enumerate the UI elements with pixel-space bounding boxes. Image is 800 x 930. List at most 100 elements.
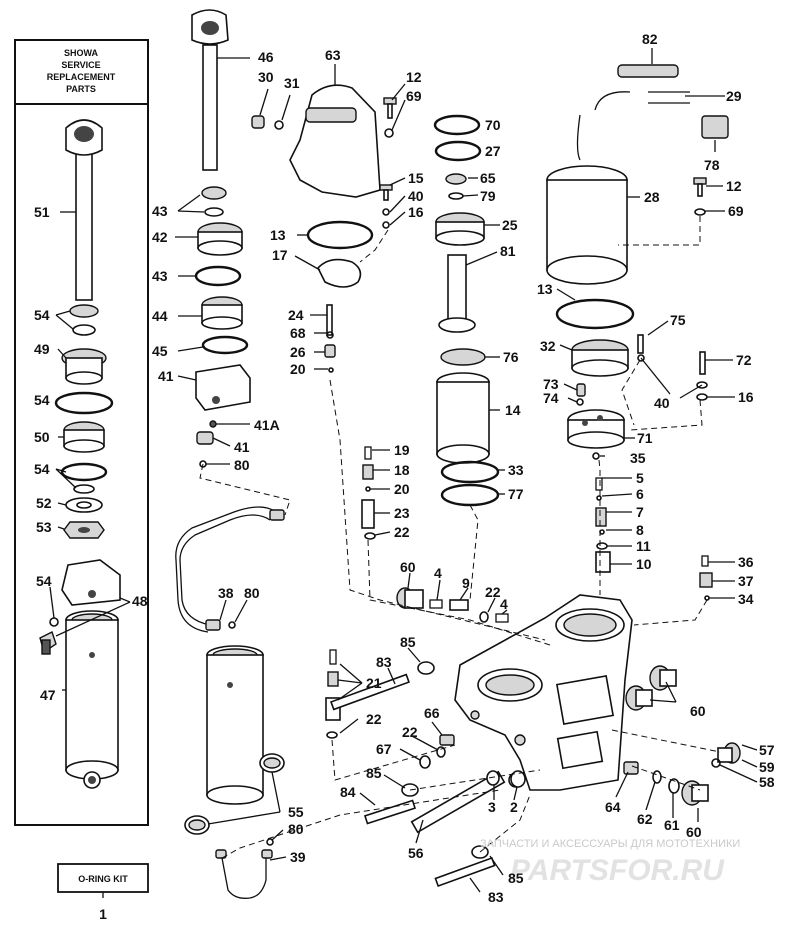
- part-label-p24: 24: [288, 307, 304, 323]
- part-label-p15: 15: [408, 170, 424, 186]
- part-label-p85a: 85: [400, 634, 416, 650]
- part-label-p46: 46: [258, 49, 274, 65]
- part-label-p50: 50: [34, 429, 50, 445]
- part-label-p6: 6: [636, 486, 644, 502]
- center-column-parts: [175, 9, 285, 899]
- part-label-p4a: 4: [434, 565, 442, 581]
- part-label-p74: 74: [543, 390, 559, 406]
- part-label-p2: 2: [510, 799, 518, 815]
- part-label-p9: 9: [462, 575, 470, 591]
- part-label-p23: 23: [394, 505, 410, 521]
- part-label-p10: 10: [636, 556, 652, 572]
- part-label-p85c: 85: [508, 870, 524, 886]
- part-label-p62: 62: [637, 811, 653, 827]
- part-label-p25: 25: [502, 217, 518, 233]
- part-label-p59: 59: [759, 759, 775, 775]
- part-label-p56: 56: [408, 845, 424, 861]
- part-label-p41a: 41: [158, 368, 174, 384]
- part-label-p45: 45: [152, 343, 168, 359]
- part-label-p73: 73: [543, 376, 559, 392]
- lower-parts: [325, 649, 741, 888]
- part-label-p66: 66: [424, 705, 440, 721]
- kit-box-title-line2: SERVICE: [61, 60, 100, 70]
- part-label-p8: 8: [636, 522, 644, 538]
- part-label-p30: 30: [258, 69, 274, 85]
- part-label-p14: 14: [505, 402, 521, 418]
- part-label-p11: 11: [636, 538, 651, 554]
- oring-kit-label: O-RING KIT: [78, 874, 128, 884]
- part-label-p16b: 16: [738, 389, 754, 405]
- part-label-p83b: 83: [488, 889, 504, 905]
- part-label-p5: 5: [636, 470, 644, 486]
- part-label-p71: 71: [637, 430, 653, 446]
- part-label-p57: 57: [759, 742, 775, 758]
- part-label-p21: 21: [366, 675, 382, 691]
- part-label-p16a: 16: [408, 204, 424, 220]
- part-label-p22b: 22: [485, 584, 501, 600]
- part-label-p65: 65: [480, 170, 496, 186]
- part-label-p76: 76: [503, 349, 519, 365]
- oring-kit-number: 1: [99, 906, 107, 922]
- part-label-p52: 52: [36, 495, 52, 511]
- part-label-p80c: 80: [288, 821, 304, 837]
- part-label-p51: 51: [34, 204, 50, 220]
- part-label-p7: 7: [636, 504, 644, 520]
- part-label-p80a: 80: [234, 457, 250, 473]
- part-label-p83a: 83: [376, 654, 392, 670]
- part-label-p54c: 54: [34, 461, 50, 477]
- part-label-p60c: 60: [686, 824, 702, 840]
- part-label-p41b: 41: [234, 439, 250, 455]
- kit-box-title-line4: PARTS: [66, 84, 96, 94]
- part-label-p42: 42: [152, 229, 168, 245]
- part-label-p37: 37: [738, 573, 754, 589]
- part-label-p22c: 22: [366, 711, 382, 727]
- part-label-p69a: 69: [406, 88, 422, 104]
- watermark-logo: PARTSFOR.RU: [510, 854, 725, 887]
- part-label-p12a: 12: [406, 69, 422, 85]
- part-label-p28: 28: [644, 189, 660, 205]
- part-label-p20b: 20: [394, 481, 410, 497]
- part-label-p34: 34: [738, 591, 754, 607]
- leader-lines: [49, 48, 758, 898]
- part-label-p44: 44: [152, 308, 168, 324]
- part-label-p20a: 20: [290, 361, 306, 377]
- part-label-p55: 55: [288, 804, 304, 820]
- part-label-p49: 49: [34, 341, 50, 357]
- part-label-p79: 79: [480, 188, 496, 204]
- part-label-p13b: 13: [537, 281, 553, 297]
- part-label-p13a: 13: [270, 227, 286, 243]
- part-label-p19: 19: [394, 442, 410, 458]
- part-label-p40a: 40: [408, 188, 424, 204]
- part-label-p36: 36: [738, 554, 754, 570]
- part-label-p70: 70: [485, 117, 501, 133]
- part-label-p47: 47: [40, 687, 56, 703]
- part-label-p69b: 69: [728, 203, 744, 219]
- part-label-p17: 17: [272, 247, 288, 263]
- part-label-p72: 72: [736, 352, 752, 368]
- watermark-caption: ЗАПЧАСТИ И АКСЕССУАРЫ ДЛЯ МОТОТЕХНИКИ: [480, 838, 740, 850]
- oring-kit-box: O-RING KIT 1: [57, 863, 149, 922]
- reservoir-motor-parts: [251, 64, 729, 507]
- part-label-p68: 68: [290, 325, 306, 341]
- part-label-p12b: 12: [726, 178, 742, 194]
- kit-box-title-line3: REPLACEMENT: [47, 72, 116, 82]
- part-label-p64: 64: [605, 799, 621, 815]
- part-label-p38: 38: [218, 585, 234, 601]
- part-label-p54b: 54: [34, 392, 50, 408]
- watermark: ЗАПЧАСТИ И АКСЕССУАРЫ ДЛЯ МОТОТЕХНИКИ PA…: [480, 838, 740, 887]
- kit-box-title-line1: SHOWA: [64, 48, 99, 58]
- part-label-p4b: 4: [500, 596, 508, 612]
- part-label-p80b: 80: [244, 585, 260, 601]
- part-label-p84: 84: [340, 784, 356, 800]
- part-label-p39: 39: [290, 849, 306, 865]
- part-label-p32: 32: [540, 338, 556, 354]
- part-label-p27: 27: [485, 143, 501, 159]
- dashed-assembly-lines: [199, 216, 721, 859]
- part-label-p22a: 22: [394, 524, 410, 540]
- part-label-p41A: 41A: [254, 417, 280, 433]
- part-label-p78: 78: [704, 157, 720, 173]
- part-label-p54a: 54: [34, 307, 50, 323]
- part-label-p29: 29: [726, 88, 742, 104]
